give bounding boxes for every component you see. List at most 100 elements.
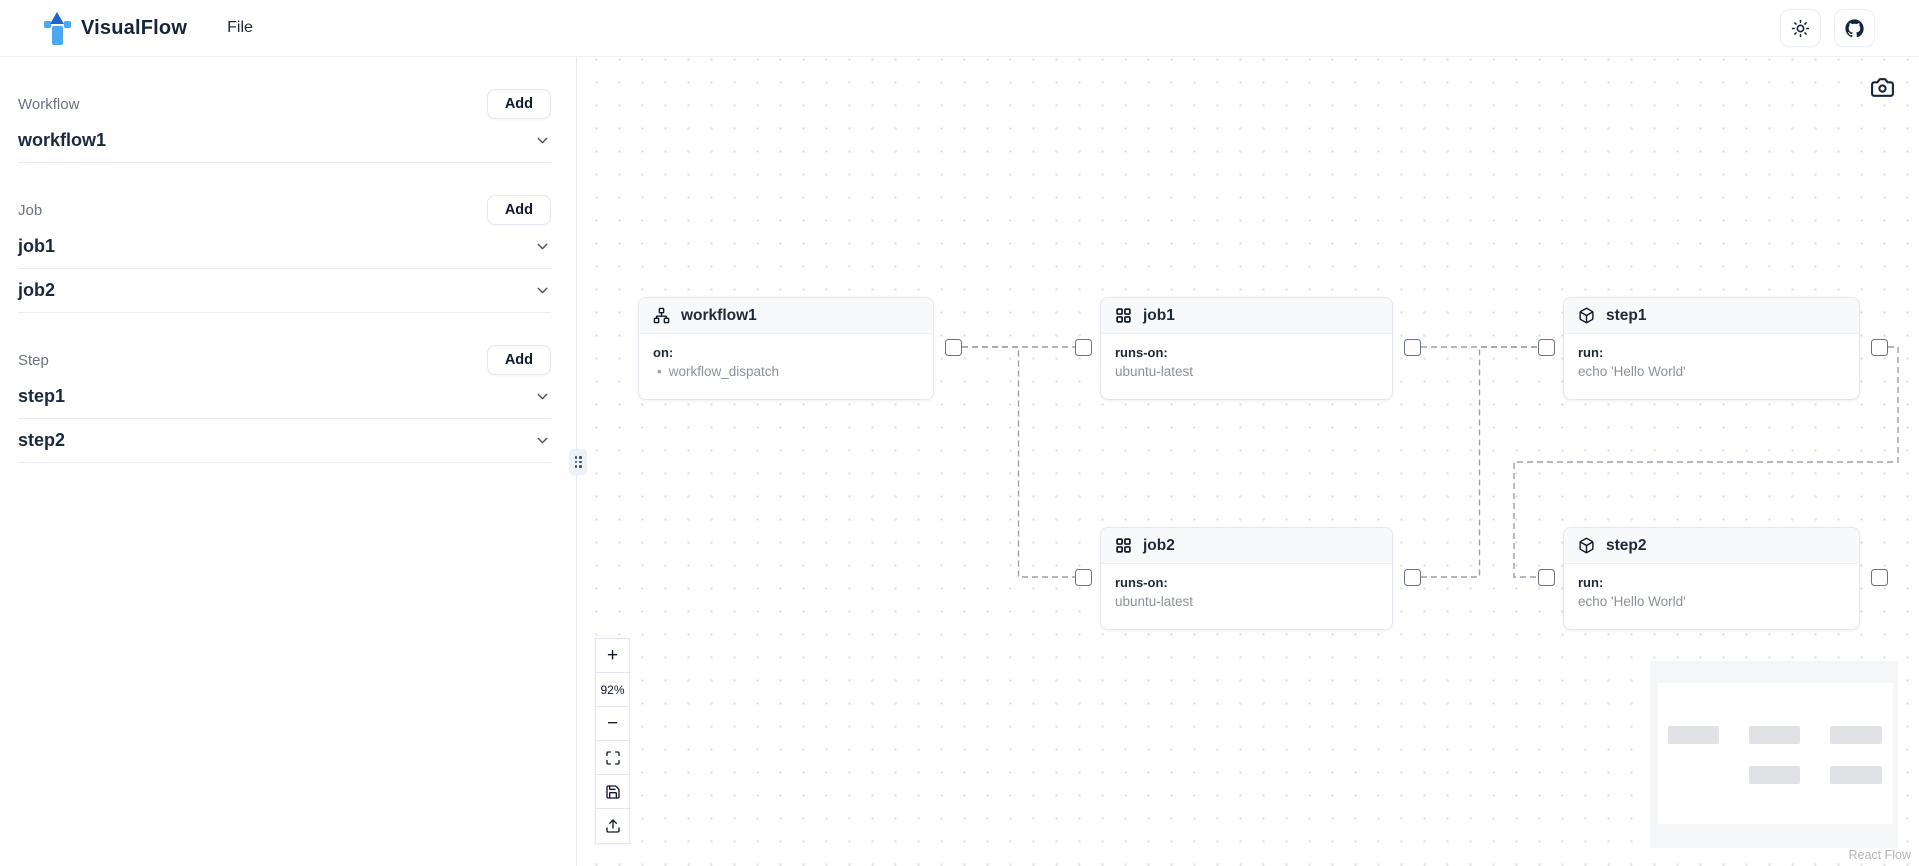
node-field-value: ubuntu-latest: [1115, 594, 1194, 609]
minimap-viewport: [1658, 683, 1893, 824]
node-title: job2: [1143, 536, 1175, 554]
chevron-down-icon: [537, 287, 548, 294]
edge-workflow1-to-job2[interactable]: [962, 346, 1075, 578]
zoom-controls: +92%−: [595, 638, 630, 844]
flow-node-step1[interactable]: step1 run: echo 'Hello World': [1563, 297, 1860, 400]
navbar-actions: [1780, 9, 1875, 47]
sidebar-section-workflow: Workflow Add workflow1: [18, 89, 551, 163]
edge-job2-to-step1[interactable]: [1421, 346, 1538, 578]
grid-icon: [1116, 538, 1131, 553]
maximize-icon: [605, 750, 620, 765]
section-label-step: Step: [18, 351, 49, 369]
handle-left-step2[interactable]: [1538, 568, 1555, 586]
node-field-label: runs-on:: [1115, 575, 1168, 590]
node-header-job1: job1: [1101, 298, 1392, 334]
minimap-node-workflow1: [1667, 725, 1720, 744]
github-button[interactable]: [1834, 9, 1875, 47]
node-body-step1: run: echo 'Hello World': [1564, 334, 1859, 389]
node-header-workflow1: workflow1: [639, 298, 933, 334]
node-field-label: on:: [653, 345, 674, 360]
handle-right-step2[interactable]: [1871, 568, 1888, 586]
add-workflow-button[interactable]: Add: [486, 89, 551, 119]
node-field-value: •workflow_dispatch: [657, 364, 780, 379]
screenshot-button[interactable]: [1867, 74, 1897, 104]
flow-node-job2[interactable]: job2 runs-on: ubuntu-latest: [1100, 527, 1393, 630]
node-field-value: echo 'Hello World': [1578, 364, 1686, 379]
camera-icon: [1870, 78, 1894, 97]
minimap-node-job1: [1748, 725, 1800, 744]
handle-right-job2[interactable]: [1404, 568, 1421, 586]
workflow-icon: [653, 307, 670, 324]
sidebar-item-label: job2: [18, 280, 56, 300]
handle-right-step1[interactable]: [1871, 338, 1888, 356]
node-body-step2: run: echo 'Hello World': [1564, 564, 1859, 619]
github-icon: [1845, 18, 1864, 37]
minimap-node-step1: [1829, 725, 1882, 744]
grid-icon: [1116, 308, 1131, 323]
flow-node-workflow1[interactable]: workflow1 on: •workflow_dispatch: [638, 297, 934, 400]
sidebar-item-job1[interactable]: job1: [18, 225, 551, 269]
flow-node-job1[interactable]: job1 runs-on:ubuntu-latest: [1100, 297, 1393, 400]
zoom-out-button[interactable]: −: [596, 707, 629, 741]
sidebar-item-workflow1[interactable]: workflow1: [18, 119, 551, 163]
handle-right-job1[interactable]: [1404, 338, 1421, 356]
menu-file[interactable]: File: [227, 19, 253, 36]
brand-name: VisualFlow: [81, 16, 188, 39]
upload-icon: [605, 819, 620, 833]
node-field-label: run:: [1578, 345, 1604, 360]
save-button[interactable]: [596, 775, 629, 809]
sidebar-resize-handle[interactable]: [569, 449, 587, 475]
node-title: step1: [1606, 306, 1647, 324]
edges-layer: [962, 346, 1899, 578]
sidebar-item-label: step2: [18, 430, 66, 450]
sidebar-item-label: workflow1: [18, 130, 107, 150]
bullet-icon: •: [657, 364, 662, 379]
box-icon: [1579, 307, 1594, 324]
flow-canvas[interactable]: +92%− React Flow workflow1 on: •workflow_d…: [577, 57, 1919, 866]
node-field-value: echo 'Hello World': [1578, 594, 1686, 609]
grip-dots-icon: [574, 456, 582, 468]
section-header-workflow: Workflow Add: [18, 89, 551, 119]
chevron-down-icon: [537, 137, 548, 144]
node-header-step2: step2: [1564, 528, 1859, 564]
node-body-job2: runs-on: ubuntu-latest: [1101, 564, 1392, 619]
chevron-down-icon: [537, 437, 548, 444]
zoom-in-button[interactable]: +: [596, 639, 629, 673]
handle-left-job1[interactable]: [1075, 338, 1092, 356]
sidebar-item-label: job1: [18, 236, 56, 256]
sun-icon: [1791, 19, 1810, 37]
save-icon: [605, 784, 620, 799]
handle-left-step1[interactable]: [1538, 338, 1555, 356]
box-icon: [1579, 537, 1594, 554]
reactflow-attribution: React Flow: [1848, 848, 1911, 862]
fit-view-button[interactable]: [596, 741, 629, 775]
chevron-down-icon: [537, 393, 548, 400]
sidebar-item-job2[interactable]: job2: [18, 269, 551, 313]
brand: VisualFlow: [44, 11, 188, 45]
sidebar-item-step2[interactable]: step2: [18, 419, 551, 463]
node-title: job1: [1143, 306, 1175, 324]
sidebar-item-step1[interactable]: step1: [18, 375, 551, 419]
add-step-button[interactable]: Add: [486, 345, 551, 375]
section-label-workflow: Workflow: [18, 95, 80, 113]
handle-right-workflow1[interactable]: [945, 338, 962, 356]
node-field-label: run:: [1578, 575, 1604, 590]
sidebar-section-job: Job Add job1 job2: [18, 195, 551, 313]
zoom-level: 92%: [596, 673, 629, 707]
upload-button[interactable]: [596, 809, 629, 843]
minimap[interactable]: [1650, 661, 1898, 848]
minimap-node-job2: [1748, 765, 1800, 784]
chevron-down-icon: [537, 243, 548, 250]
visualflow-logo-icon: [44, 11, 71, 45]
handle-left-job2[interactable]: [1075, 568, 1092, 586]
add-job-button[interactable]: Add: [486, 195, 551, 225]
minimap-node-step2: [1829, 765, 1882, 784]
section-label-job: Job: [18, 201, 43, 219]
flow-node-step2[interactable]: step2 run: echo 'Hello World': [1563, 527, 1860, 630]
node-body-job1: runs-on:ubuntu-latest: [1101, 334, 1392, 389]
node-title: step2: [1606, 536, 1647, 554]
main-menu: File: [227, 19, 253, 37]
theme-toggle-button[interactable]: [1780, 9, 1821, 47]
